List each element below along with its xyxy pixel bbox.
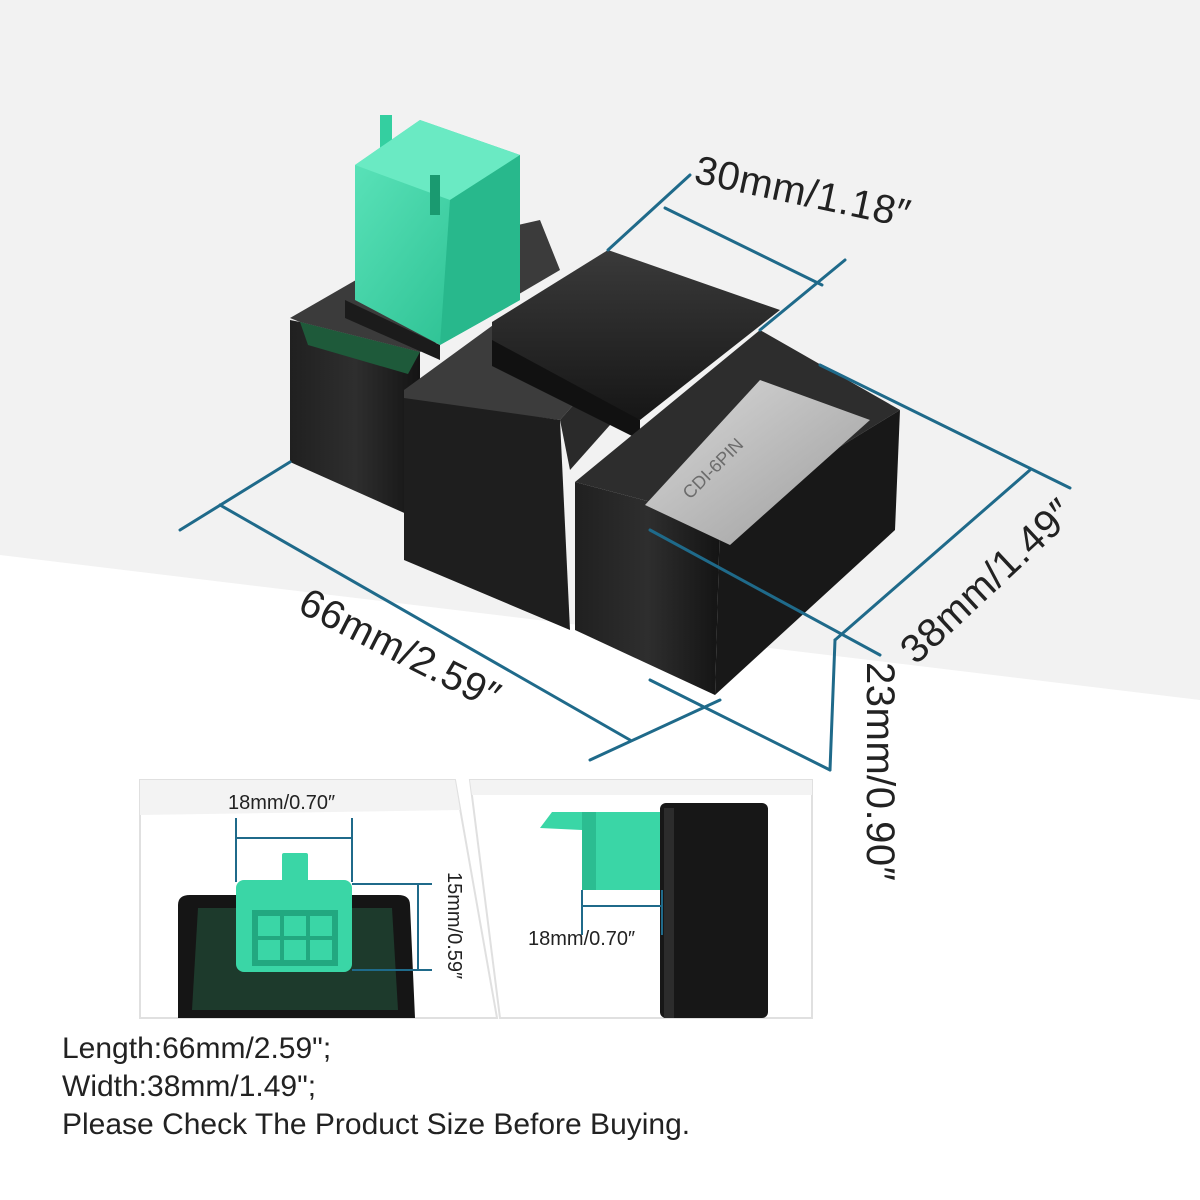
green-connector (345, 115, 520, 360)
silver-label (645, 380, 870, 545)
caption-width: Width:38mm/1.49"; (62, 1070, 317, 1103)
dim-connector-depth-label: 18mm/0.70″ (528, 928, 636, 950)
inset-connector-front (139, 779, 499, 1019)
dimension-lines (178, 173, 1072, 772)
cdi-box: CDI-6PIN (290, 220, 900, 695)
inset-connector-side (468, 779, 813, 1019)
size-caption: Length:66mm/2.59"; Width:38mm/1.49"; Ple… (62, 1030, 690, 1144)
dim-connector-height-label: 15mm/0.59″ (443, 872, 465, 980)
caption-length: Length:66mm/2.59"; (62, 1032, 332, 1065)
dim-height-label: 23mm/0.90″ (858, 662, 902, 882)
caption-notice: Please Check The Product Size Before Buy… (62, 1108, 691, 1141)
dim-connector-width-label: 18mm/0.70″ (228, 792, 336, 814)
